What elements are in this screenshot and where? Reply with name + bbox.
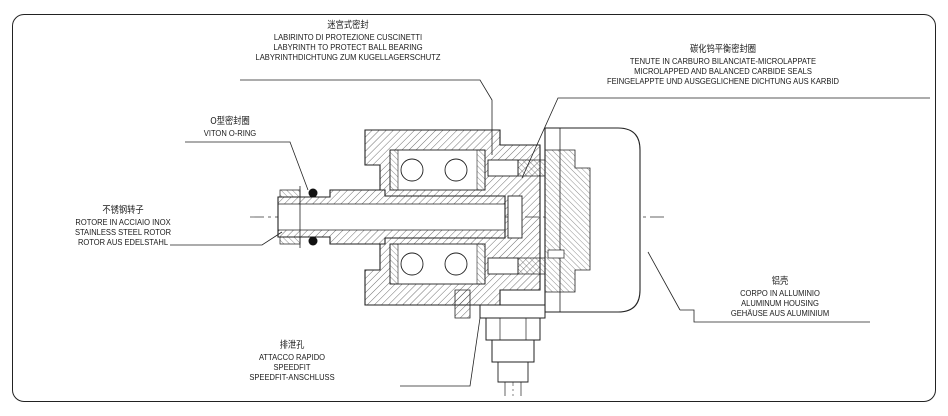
drawing-frame xyxy=(12,14,936,402)
label-viton-o-ring: O型密封圈 VITON O-RING xyxy=(203,116,257,138)
carbide-seals xyxy=(487,159,565,275)
label-stainless-rotor: 不锈钢转子 ROTORE IN ACCIAIO INOX STAINLESS S… xyxy=(74,205,172,248)
viton-o-rings xyxy=(308,188,318,246)
label-aluminum-housing: 铝壳 CORPO IN ALLUMINIO ALUMINUM HOUSING G… xyxy=(730,276,830,319)
stainless-rotor xyxy=(277,186,506,248)
speedfit-fitting xyxy=(479,304,546,396)
label-speedfit: 排泄孔 ATTACCO RAPIDO SPEEDFIT SPEEDFIT-ANS… xyxy=(249,340,335,383)
ball-bearings xyxy=(389,149,486,285)
aluminum-housing xyxy=(544,127,641,313)
leader-lines xyxy=(170,79,930,387)
label-labyrinth: 迷宫式密封 LABIRINTO DI PROTEZIONE CUSCINETTI… xyxy=(255,20,441,63)
label-carbide-seals: 碳化钨平衡密封圈 TENUTE IN CARBURO BILANCIATE-MI… xyxy=(607,44,839,87)
